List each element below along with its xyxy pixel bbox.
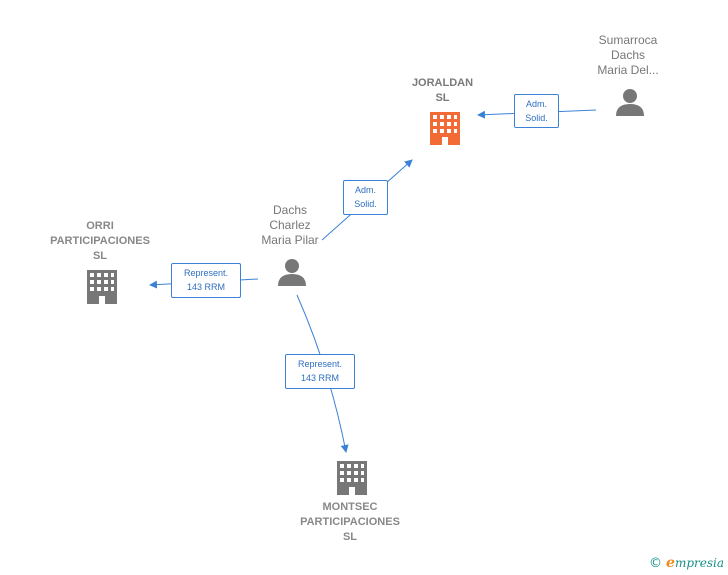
edge-label-dachs-orri: Represent. 143 RRM	[171, 263, 241, 298]
building-icon	[87, 270, 117, 304]
node-label-joraldan[interactable]: JORALDAN SL	[411, 77, 474, 104]
brand-name: mpresia	[674, 556, 724, 570]
building-icon	[430, 112, 460, 145]
person-icon	[616, 89, 644, 116]
empresia-logo: ©empresia	[649, 555, 724, 571]
brand-initial: e	[666, 555, 675, 571]
copyright-icon: ©	[649, 556, 663, 571]
edge-label-dachs-joraldan: Adm. Solid.	[343, 180, 388, 215]
node-label-sumarroca[interactable]: Sumarroca Dachs Maria Del...	[597, 33, 659, 77]
building-icon	[337, 461, 367, 495]
node-label-montsec[interactable]: MONTSEC PARTICIPACIONES SL	[300, 501, 400, 543]
node-label-dachs-charlez[interactable]: Dachs Charlez Maria Pilar	[261, 203, 319, 247]
edge-label-sumarroca-joraldan: Adm. Solid.	[514, 94, 559, 128]
edge-label-dachs-montsec: Represent. 143 RRM	[285, 354, 355, 389]
person-icon	[278, 259, 306, 286]
node-label-orri[interactable]: ORRI PARTICIPACIONES SL	[50, 220, 150, 262]
